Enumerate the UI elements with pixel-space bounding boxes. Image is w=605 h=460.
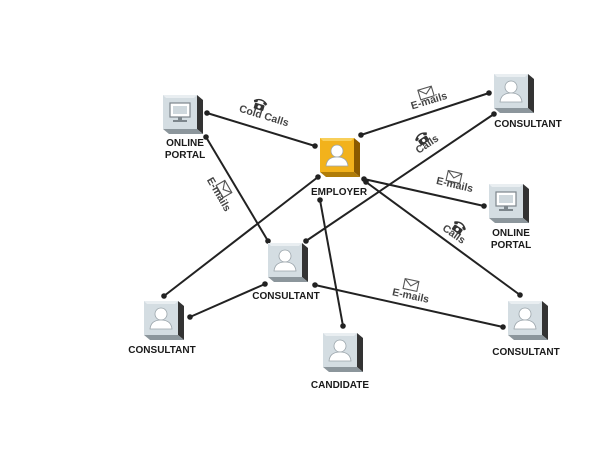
connection-endpoint [204, 110, 210, 116]
node-label: PORTAL [165, 150, 205, 161]
connection-line [189, 283, 266, 318]
connection-line [365, 181, 521, 296]
node-candidate[interactable]: CANDIDATE [311, 333, 369, 391]
connection-3: E-mails [203, 134, 271, 244]
connection-4: Calls [303, 111, 497, 244]
connection-endpoint [312, 282, 318, 288]
node-label: ONLINE [492, 228, 530, 239]
connection-endpoint [161, 293, 167, 299]
connection-label: E-mails [435, 175, 474, 195]
node-label: PORTAL [491, 240, 531, 251]
person-icon [149, 307, 173, 330]
monitor-icon [495, 191, 517, 211]
connection-line [305, 113, 495, 242]
connections-layer: Cold CallsE-mailsE-mailsCallsE-mailsCall… [161, 85, 523, 330]
connection-8 [317, 197, 346, 329]
node-consultant-left[interactable]: CONSULTANT [128, 301, 196, 356]
connection-7 [161, 174, 321, 299]
connection-10: E-mails [312, 278, 506, 330]
person-icon [273, 249, 297, 272]
connection-endpoint [312, 143, 318, 149]
connection-endpoint [481, 203, 487, 209]
connection-endpoint [303, 238, 309, 244]
node-employer[interactable]: EMPLOYER [311, 138, 368, 198]
connection-1: Cold Calls [204, 98, 318, 149]
connection-endpoint [517, 292, 523, 298]
connection-endpoint [262, 281, 268, 287]
connection-endpoint [187, 314, 193, 320]
connection-endpoint [491, 111, 497, 117]
envelope-icon [417, 85, 435, 101]
node-consultant-tr[interactable]: CONSULTANT [494, 74, 562, 130]
envelope-icon [215, 179, 233, 199]
phone-icon [253, 98, 268, 111]
connection-line [163, 176, 319, 297]
connection-endpoint [486, 90, 492, 96]
connection-5: E-mails [361, 169, 487, 209]
person-icon [325, 144, 349, 167]
connection-line [360, 92, 490, 136]
envelope-icon [445, 169, 463, 185]
connection-endpoint [363, 179, 369, 185]
connection-endpoint [500, 324, 506, 330]
person-icon [499, 80, 523, 103]
phone-icon [415, 132, 430, 146]
connection-endpoint [358, 132, 364, 138]
node-label: CANDIDATE [311, 380, 369, 391]
connection-endpoint [315, 174, 321, 180]
person-icon [328, 339, 352, 362]
node-label: CONSULTANT [128, 345, 195, 356]
connection-line [314, 284, 504, 328]
connection-endpoint [265, 238, 271, 244]
person-icon [513, 307, 537, 330]
connection-line [206, 112, 316, 147]
node-label: CONSULTANT [494, 119, 561, 130]
monitor-icon [169, 102, 191, 122]
node-label: CONSULTANT [492, 347, 559, 358]
node-label: CONSULTANT [252, 291, 319, 302]
envelope-icon [402, 278, 420, 292]
nodes-layer: ONLINEPORTALEMPLOYERCONSULTANTONLINEPORT… [128, 74, 562, 391]
connection-line [363, 178, 485, 207]
node-label: ONLINE [166, 138, 204, 149]
node-consultant-mid[interactable]: CONSULTANT [252, 243, 320, 302]
connection-endpoint [203, 134, 209, 140]
phone-icon [451, 221, 466, 235]
connection-line [319, 199, 344, 327]
connection-endpoint [317, 197, 323, 203]
node-label: EMPLOYER [311, 187, 368, 198]
connection-9 [187, 281, 268, 320]
node-consultant-br[interactable]: CONSULTANT [492, 301, 560, 358]
connection-endpoint [340, 323, 346, 329]
